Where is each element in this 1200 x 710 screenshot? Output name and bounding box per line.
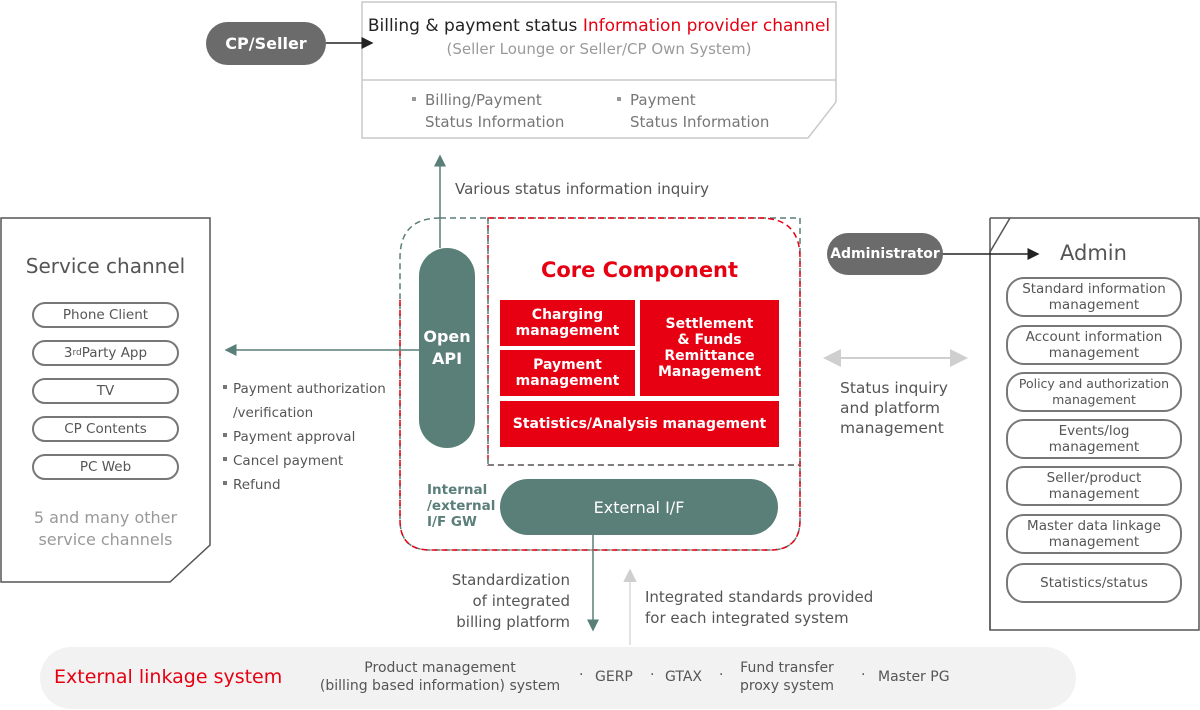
external-if-pill: External I/F [500,479,778,535]
separator-dot-1: · [579,667,584,683]
service-item-pc-web: PC Web [32,454,179,480]
admin-item-statistics-status: Statistics/status [1006,563,1182,603]
inquiry-label: Various status information inquiry [455,180,710,198]
service-item-cp-contents: CP Contents [32,416,179,442]
admin-item-master-data-linkage: Master data linkage management [1006,514,1182,554]
gw-label: Internal /external I/F GW [427,482,496,530]
cp-seller-label: CP/Seller [225,34,307,53]
cp-seller-pill: CP/Seller [206,22,326,65]
separator-dot-4: · [861,667,866,683]
status-inquiry-label: Status inquiry and platform management [840,379,948,437]
product-management-system: Product management (billing based inform… [319,660,561,694]
charging-management-box: Charging management [500,300,635,346]
external-linkage-bar: External linkage system Product manageme… [40,647,1076,709]
service-channel-title: Service channel [25,254,186,278]
gtax-label: GTAX [665,669,702,685]
top-bullet-1: Billing/Payment Status Information [425,91,565,131]
gw-dashed-frame [399,217,801,551]
admin-title: Admin [1060,241,1127,265]
settlement-box: Settlement & Funds Remittance Management [640,300,779,396]
master-pg-label: Master PG [878,669,950,685]
service-channel-footer: 5 and many other service channels [33,508,178,549]
open-api-pill: Open API [419,248,475,448]
integrated-standards-label: Integrated standards provided for each i… [645,588,874,627]
gerp-label: GERP [595,669,633,685]
admin-item-account-information: Account information management [1006,325,1182,365]
external-linkage-title: External linkage system [54,666,283,688]
standardization-label: Standardization of integrated billing pl… [451,571,570,631]
service-item-phone-client: Phone Client [32,302,179,328]
separator-dot-2: · [650,667,655,683]
core-title: Core Component [540,258,739,282]
service-item-tv: TV [32,378,179,404]
top-channel-frame [361,1,837,139]
payment-actions-list: Payment authorization /verification Paym… [233,381,386,493]
admin-item-seller-product: Seller/product management [1006,466,1182,506]
separator-dot-3: · [719,667,724,683]
statistics-analysis-box: Statistics/Analysis management [500,401,779,447]
bullet-2 [617,97,621,101]
top-bullet-2: Payment Status Information [630,91,770,131]
admin-item-policy-authorization: Policy and authorization management [1006,372,1182,412]
bullet-1 [412,97,416,101]
top-channel-subtitle: (Seller Lounge or Seller/CP Own System) [446,40,752,58]
fund-transfer-proxy-system: Fund transfer proxy system [739,660,835,694]
admin-item-standard-information: Standard information management [1006,277,1182,317]
payment-management-box: Payment management [500,350,635,396]
core-dashed-frame [487,217,801,466]
administrator-pill: Administrator [827,233,943,275]
admin-item-events-log: Events/log management [1006,419,1182,459]
top-channel-title: Billing & payment status Information pro… [367,16,831,36]
